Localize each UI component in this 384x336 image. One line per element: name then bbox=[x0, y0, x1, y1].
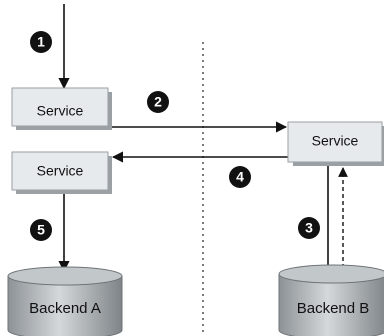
step-number-3: 3 bbox=[305, 220, 313, 236]
backend-a-label: Backend A bbox=[29, 300, 101, 317]
service-label-left-bottom: Service bbox=[37, 163, 84, 179]
step-badge-3: 3 bbox=[298, 217, 320, 239]
service-label-left-top: Service bbox=[37, 103, 84, 119]
backend-b-label: Backend B bbox=[297, 300, 370, 317]
step-badge-1: 1 bbox=[30, 31, 52, 53]
service-box-right: Service bbox=[287, 121, 384, 166]
step-number-4: 4 bbox=[236, 169, 244, 185]
step-badge-4: 4 bbox=[229, 166, 251, 188]
step-badge-2: 2 bbox=[147, 91, 169, 113]
service-box-left-bottom: Service bbox=[11, 151, 112, 194]
service-box-left-top: Service bbox=[11, 87, 112, 130]
step-number-2: 2 bbox=[154, 94, 162, 110]
backend-a-database: Backend A bbox=[7, 266, 123, 336]
step-number-1: 1 bbox=[37, 34, 45, 50]
backend-b-database: Backend B bbox=[278, 264, 384, 336]
step-number-5: 5 bbox=[37, 222, 45, 238]
service-label-right: Service bbox=[312, 133, 359, 149]
step-badge-5: 5 bbox=[30, 219, 52, 241]
